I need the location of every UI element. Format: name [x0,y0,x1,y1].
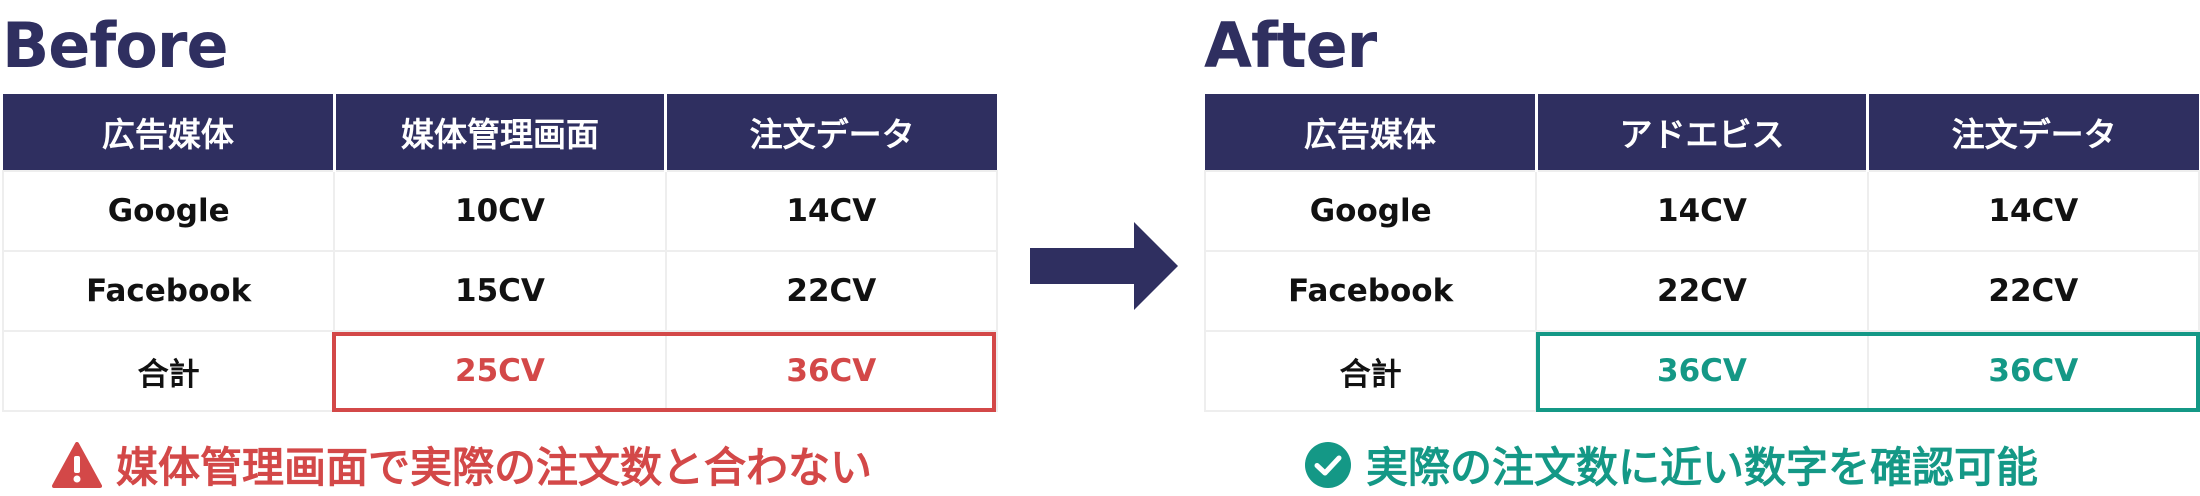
before-note: 媒体管理画面で実際の注文数と合わない [52,434,872,495]
table-row-total: 合計 36CV 36CV [1203,330,2200,412]
after-note: 実際の注文数に近い数字を確認可能 [1304,434,2038,495]
after-row-google-adebis: 14CV [1535,170,1869,252]
after-total-adebis: 36CV [1535,330,1869,412]
check-circle-icon [1305,441,1351,488]
after-header-media: 広告媒体 [1205,94,1538,171]
after-total-label: 合計 [1203,330,1538,412]
before-row-google-dashboard: 10CV [333,170,667,252]
after-header-orders: 注文データ [1867,94,2199,171]
before-header-orders: 注文データ [665,94,997,171]
before-table: 広告媒体 媒体管理画面 注文データ Google 10CV 14CV Faceb… [1,94,999,412]
before-title: Before [2,9,229,82]
after-row-facebook-orders: 22CV [1866,250,2200,332]
before-header-row: 広告媒体 媒体管理画面 注文データ [3,94,997,171]
before-total-label: 合計 [1,330,336,412]
before-row-google-orders: 14CV [664,170,999,252]
before-row-facebook-orders: 22CV [664,250,999,332]
after-table: 広告媒体 アドエビス 注文データ Google 14CV 14CV Facebo… [1203,94,2200,412]
after-header-adebis: アドエビス [1536,94,1870,171]
after-row-google-media: Google [1203,170,1538,252]
after-title: After [1204,9,1377,82]
after-row-google-orders: 14CV [1866,170,2200,252]
before-header-dashboard: 媒体管理画面 [334,94,668,171]
before-total-orders: 36CV [664,330,999,412]
before-row-google-media: Google [1,170,336,252]
before-row-facebook-media: Facebook [1,250,336,332]
table-row: Facebook 22CV 22CV [1203,250,2200,332]
table-row: Facebook 15CV 22CV [1,250,999,332]
table-row-total: 合計 25CV 36CV [1,330,999,412]
warning-icon [52,441,102,488]
after-total-orders: 36CV [1866,330,2200,412]
table-row: Google 10CV 14CV [1,170,999,252]
table-row: Google 14CV 14CV [1203,170,2200,252]
before-row-facebook-dashboard: 15CV [333,250,667,332]
arrow-right-icon [1030,222,1178,310]
after-header-row: 広告媒体 アドエビス 注文データ [1205,94,2199,171]
before-note-text: 媒体管理画面で実際の注文数と合わない [116,443,873,492]
after-row-facebook-adebis: 22CV [1535,250,1869,332]
before-header-media: 広告媒体 [3,94,336,171]
after-row-facebook-media: Facebook [1203,250,1538,332]
before-total-dashboard: 25CV [333,330,667,412]
after-note-text: 実際の注文数に近い数字を確認可能 [1366,443,2039,492]
